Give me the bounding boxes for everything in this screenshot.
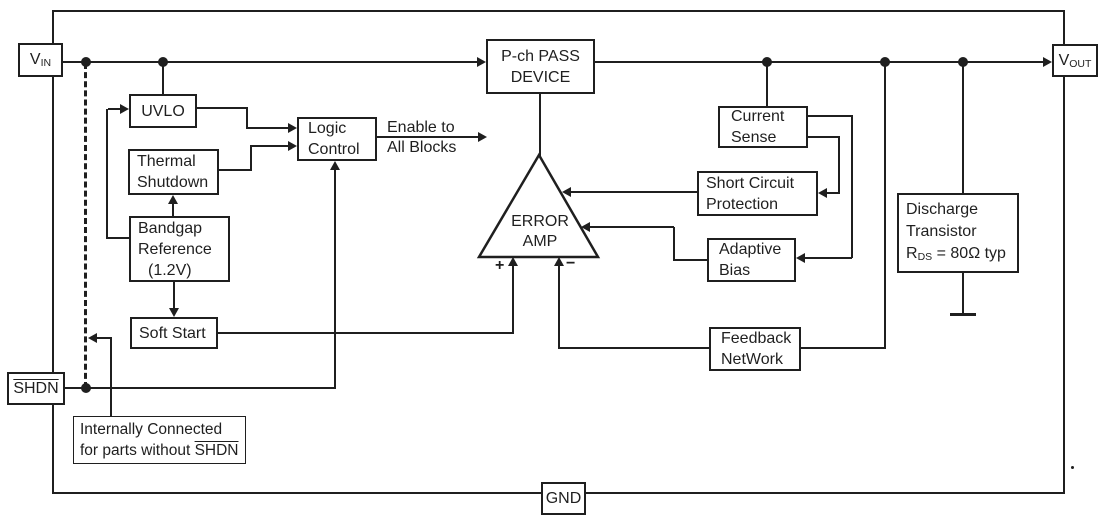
wire-shdn-to-logic: [334, 168, 336, 388]
wire-plus-input: [512, 265, 514, 333]
arrowhead-cs-to-adaptive: [796, 253, 805, 263]
junction-vin-uvlo: [158, 57, 168, 67]
arrowhead-scp-to-amp: [562, 187, 571, 197]
wire-bandgap-to-thermal: [172, 203, 174, 217]
wire-adaptive-out-a: [674, 259, 707, 261]
wire-cs-to-adaptive-b: [851, 115, 853, 258]
arrowhead-note-to-dashed: [88, 333, 97, 343]
enable-label-line1: Enable to: [387, 119, 455, 136]
wire-note-vertical: [110, 337, 112, 416]
arrowhead-into-thermal: [168, 195, 178, 204]
stray-mark: [1071, 466, 1074, 469]
block-thermal-shutdown: Thermal Shutdown: [128, 149, 219, 195]
wire-softstart-out: [218, 332, 514, 334]
junction-vout-current-sense: [762, 57, 772, 67]
wire-thermal-out-a: [219, 169, 252, 171]
wire-cs-to-scp-c: [827, 192, 839, 194]
junction-vout-feedback: [880, 57, 890, 67]
arrowhead-into-logic-bottom: [330, 161, 340, 170]
pin-vin: VIN: [18, 43, 63, 77]
block-bandgap-reference: Bandgap Reference (1.2V): [129, 216, 230, 282]
arrowhead-minus-input: [554, 257, 564, 266]
wire-into-uvlo: [108, 108, 121, 110]
junction-shdn-dashed: [81, 383, 91, 393]
wire-bandgap-up: [106, 109, 108, 239]
wire-cs-to-scp-b: [838, 136, 840, 194]
wire-bandgap-left-out: [107, 237, 129, 239]
wire-uvlo-out-b: [246, 107, 248, 129]
wire-minus-input: [558, 265, 560, 349]
pin-gnd: GND: [541, 482, 586, 515]
block-adaptive-bias: Adaptive Bias: [707, 238, 796, 282]
arrowhead-into-vout: [1043, 57, 1052, 67]
arrowhead-adaptive-to-amp: [581, 222, 590, 232]
junction-vout-discharge: [958, 57, 968, 67]
arrowhead-into-uvlo: [120, 104, 129, 114]
error-amp-triangle: [476, 152, 601, 259]
wire-feedback-right: [801, 347, 885, 349]
arrowhead-cs-to-scp: [818, 188, 827, 198]
wire-thermal-out-c: [250, 145, 289, 147]
wire-note-horizontal: [96, 337, 111, 339]
error-amp-label-line1: ERROR: [511, 213, 569, 230]
wire-pass-to-amp: [539, 94, 541, 156]
wire-cs-to-scp-a: [808, 136, 840, 138]
wire-uvlo-out-a: [197, 107, 248, 109]
wire-vin-rail: [63, 61, 477, 63]
wire-thermal-out-b: [250, 146, 252, 171]
wire-vout-to-discharge: [962, 62, 964, 193]
pin-shdn: SHDN: [7, 372, 65, 405]
error-amp-label-line2: AMP: [522, 233, 558, 250]
block-pass-device: P-ch PASS DEVICE: [486, 39, 595, 94]
arrowhead-enable: [478, 132, 487, 142]
block-logic-control: Logic Control: [297, 117, 377, 161]
wire-uvlo-out-c: [246, 127, 289, 129]
block-soft-start: Soft Start: [130, 317, 218, 349]
wire-shdn-dashed: [84, 63, 87, 388]
note-internally-connected: Internally Connected for parts without S…: [73, 416, 246, 464]
pin-vout: VOUT: [1052, 44, 1098, 77]
wire-vout-to-current-sense: [766, 62, 768, 106]
block-discharge-transistor: Discharge Transistor RDS = 80Ω typ: [897, 193, 1019, 273]
wire-cs-to-adaptive-a: [808, 115, 853, 117]
plus-input-sign: +: [495, 257, 505, 274]
arrowhead-into-softstart: [169, 308, 179, 317]
wire-bandgap-to-softstart: [173, 282, 175, 309]
block-current-sense: Current Sense: [718, 106, 808, 148]
arrowhead-uvlo-into-logic: [288, 123, 297, 133]
block-feedback-network: Feedback NetWork: [709, 327, 801, 371]
junction-vin-shdn: [81, 57, 91, 67]
wire-vout-to-feedback: [884, 62, 886, 349]
minus-input-sign: −: [566, 255, 576, 272]
wire-feedback-out: [560, 347, 709, 349]
wire-vout-rail: [595, 61, 1043, 63]
arrowhead-plus-input: [508, 257, 518, 266]
ground-symbol: [950, 313, 976, 316]
wire-discharge-to-ground: [962, 273, 964, 315]
arrowhead-thermal-into-logic: [288, 141, 297, 151]
wire-scp-to-amp: [571, 191, 697, 193]
enable-label-line2: All Blocks: [387, 139, 457, 156]
wire-enable: [377, 136, 479, 138]
block-short-circuit-protection: Short Circuit Protection: [697, 171, 818, 216]
wire-cs-to-adaptive-c: [805, 257, 852, 259]
wire-shdn-rail: [65, 387, 336, 389]
wire-adaptive-out-b: [673, 227, 675, 261]
block-uvlo: UVLO: [129, 94, 197, 128]
wire-vin-to-uvlo: [162, 62, 164, 94]
arrowhead-into-pass-device: [477, 57, 486, 67]
wire-adaptive-out-c: [589, 226, 674, 228]
